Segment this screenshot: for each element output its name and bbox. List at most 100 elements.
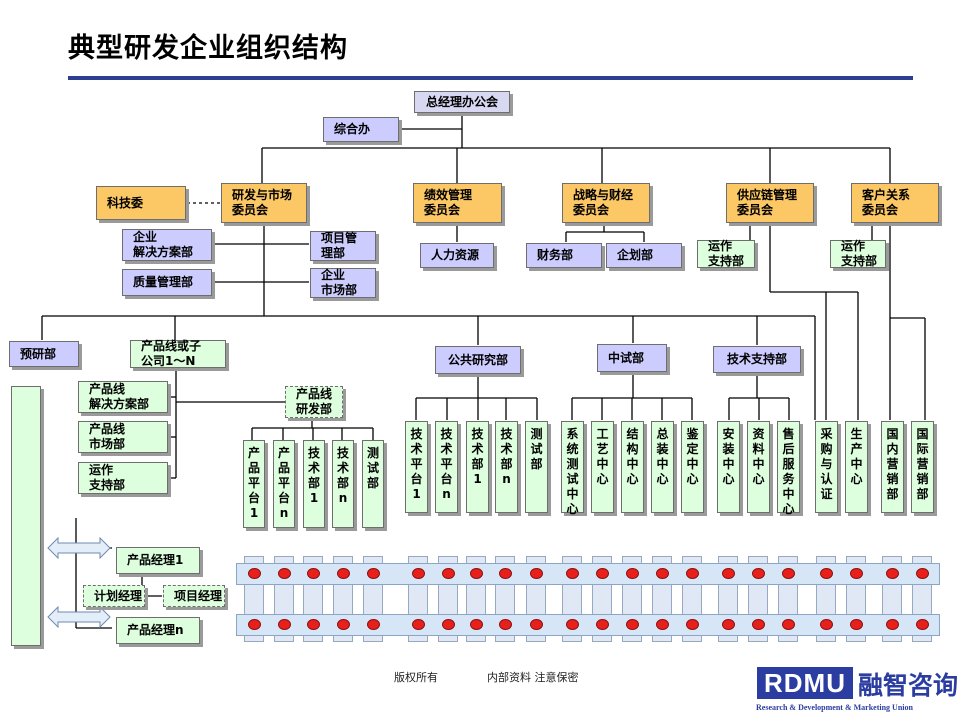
finance-box[interactable]: 财务部 <box>526 243 602 268</box>
pl-dev-box[interactable]: 产品线 研发部 <box>285 386 343 418</box>
matrix-node-dot <box>686 568 699 579</box>
tech-col-label: 安 装 中 心 <box>722 427 735 486</box>
strategy-committee-box[interactable]: 战略与财经 委员会 <box>562 183 650 223</box>
performance-committee-box[interactable]: 绩效管理 委员会 <box>413 183 502 223</box>
general-office-label: 综合办 <box>334 122 371 136</box>
enterprise-solution-label: 企业 解决方案部 <box>133 230 194 259</box>
matrix-node-dot <box>367 619 380 630</box>
product-manager-1-box[interactable]: 产品经理1 <box>116 547 200 574</box>
rd-market-committee-label: 研发与市场 委员会 <box>232 188 293 217</box>
pilot-col-label: 系 统 测 试 中 心 <box>566 427 579 516</box>
matrix-node-dot <box>782 619 795 630</box>
rdmu-logo: RDMU <box>757 667 853 699</box>
double-arrow-icon <box>47 606 111 628</box>
matrix-node-dot <box>722 619 735 630</box>
tech-col-docs[interactable]: 资 料 中 心 <box>747 421 770 513</box>
matrix-node-dot <box>367 568 380 579</box>
dev-col-tech-1[interactable]: 技 术 部 1 <box>303 440 325 528</box>
pilot-col-label: 结 构 中 心 <box>626 427 639 486</box>
gm-office-box[interactable]: 总经理办公会 <box>414 91 510 113</box>
tech-support-box[interactable]: 技术支持部 <box>713 346 801 373</box>
dev-col-tech-n[interactable]: 技 术 部 n <box>332 440 354 528</box>
matrix-node-dot <box>596 568 609 579</box>
enterprise-solution-box[interactable]: 企业 解决方案部 <box>122 229 212 261</box>
public-col-tech-1[interactable]: 技 术 部 1 <box>466 421 489 513</box>
pilot-col-structure[interactable]: 结 构 中 心 <box>621 421 644 513</box>
pl-market-box[interactable]: 产品线 市场部 <box>78 421 168 453</box>
matrix-node-dot <box>499 619 512 630</box>
pilot-box[interactable]: 中试部 <box>597 344 667 372</box>
project-mgmt-label: 项目管 理部 <box>321 231 358 260</box>
planning-box[interactable]: 企划部 <box>606 243 682 268</box>
matrix-rail-bottom <box>236 614 940 636</box>
matrix-node-dot <box>248 568 261 579</box>
matrix-node-dot <box>916 619 929 630</box>
supply-chain-committee-box[interactable]: 供应链管理 委员会 <box>726 183 814 223</box>
finance-label: 财务部 <box>537 248 574 262</box>
ops-support-supply-box[interactable]: 运作 支持部 <box>697 239 755 268</box>
pilot-col-system-test[interactable]: 系 统 测 试 中 心 <box>561 421 584 516</box>
tech-col-install[interactable]: 安 装 中 心 <box>717 421 740 513</box>
matrix-node-dot <box>916 568 929 579</box>
supply-col-production[interactable]: 生 产 中 心 <box>845 421 868 513</box>
pl-ops-label: 运作 支持部 <box>89 463 126 492</box>
dev-col-test[interactable]: 测 试 部 <box>362 440 384 528</box>
pl-ops-box[interactable]: 运作 支持部 <box>78 462 168 494</box>
copyright-text: 版权所有 <box>394 671 438 684</box>
enterprise-market-box[interactable]: 企业 市场部 <box>310 268 376 298</box>
matrix-node-dot <box>686 619 699 630</box>
pl-solution-box[interactable]: 产品线 解决方案部 <box>78 381 168 413</box>
planning-label: 企划部 <box>617 248 654 262</box>
tech-support-label: 技术支持部 <box>726 352 787 366</box>
pilot-col-appraisal[interactable]: 鉴 定 中 心 <box>681 421 704 513</box>
matrix-node-dot <box>278 619 291 630</box>
dev-col-label: 产 品 平 台 n <box>277 446 290 520</box>
general-office-box[interactable]: 综合办 <box>323 117 399 142</box>
pilot-col-process[interactable]: 工 艺 中 心 <box>591 421 614 513</box>
matrix-node-dot <box>656 619 669 630</box>
matrix-node-dot <box>470 568 483 579</box>
supply-col-procurement[interactable]: 采 购 与 认 证 <box>815 421 838 513</box>
matrix-rail-top <box>236 563 940 585</box>
public-col-platform-n[interactable]: 技 术 平 台 n <box>435 421 458 513</box>
tech-col-after-sales[interactable]: 售 后 服 务 中 心 <box>777 421 800 516</box>
ops-support-customer-box[interactable]: 运作 支持部 <box>830 239 886 268</box>
hr-box[interactable]: 人力资源 <box>420 243 494 268</box>
ops-support-customer-label: 运作 支持部 <box>841 239 878 268</box>
pilot-col-label: 鉴 定 中 心 <box>686 427 699 486</box>
pilot-col-assembly[interactable]: 总 装 中 心 <box>651 421 674 513</box>
customer-col-domestic[interactable]: 国 内 营 销 部 <box>881 421 904 513</box>
matrix-node-dot <box>596 619 609 630</box>
customer-committee-box[interactable]: 客户关系 委员会 <box>851 183 939 223</box>
matrix-node-dot <box>442 619 455 630</box>
product-line-label: 产品线或子 公司1～N <box>141 339 202 368</box>
supply-chain-committee-label: 供应链管理 委员会 <box>737 188 798 217</box>
public-col-platform-1[interactable]: 技 术 平 台 1 <box>405 421 428 513</box>
dev-col-platform-1[interactable]: 产 品 平 台 1 <box>243 440 265 528</box>
public-col-tech-n[interactable]: 技 术 部 n <box>495 421 518 513</box>
matrix-node-dot <box>886 619 899 630</box>
tech-col-label: 售 后 服 务 中 心 <box>782 427 795 516</box>
customer-col-international[interactable]: 国 际 营 销 部 <box>911 421 934 513</box>
quality-mgmt-box[interactable]: 质量管理部 <box>122 269 212 296</box>
quality-mgmt-label: 质量管理部 <box>133 275 194 289</box>
dev-col-label: 技 术 部 n <box>336 446 349 505</box>
project-mgmt-box[interactable]: 项目管 理部 <box>310 231 376 261</box>
dev-col-platform-n[interactable]: 产 品 平 台 n <box>273 440 295 528</box>
pilot-label: 中试部 <box>608 350 645 365</box>
page-title: 典型研发企业组织结构 <box>68 33 348 64</box>
rd-market-committee-box[interactable]: 研发与市场 委员会 <box>221 183 307 223</box>
science-committee-box[interactable]: 科技委 <box>96 186 186 220</box>
public-research-box[interactable]: 公共研究部 <box>435 346 521 374</box>
project-manager-box[interactable]: 项目经理 <box>163 585 225 607</box>
product-line-box[interactable]: 产品线或子 公司1～N <box>130 339 226 368</box>
product-manager-n-box[interactable]: 产品经理n <box>116 617 200 644</box>
logo-subtitle: Research & Development & Marketing Union <box>756 703 913 712</box>
double-arrow-icon <box>47 537 111 559</box>
plan-manager-box[interactable]: 计划经理 <box>83 585 145 607</box>
matrix-node-dot <box>752 619 765 630</box>
public-col-test[interactable]: 测 试 部 <box>525 421 548 513</box>
pre-research-box[interactable]: 预研部 <box>9 341 79 367</box>
public-col-label: 测 试 部 <box>530 427 543 471</box>
